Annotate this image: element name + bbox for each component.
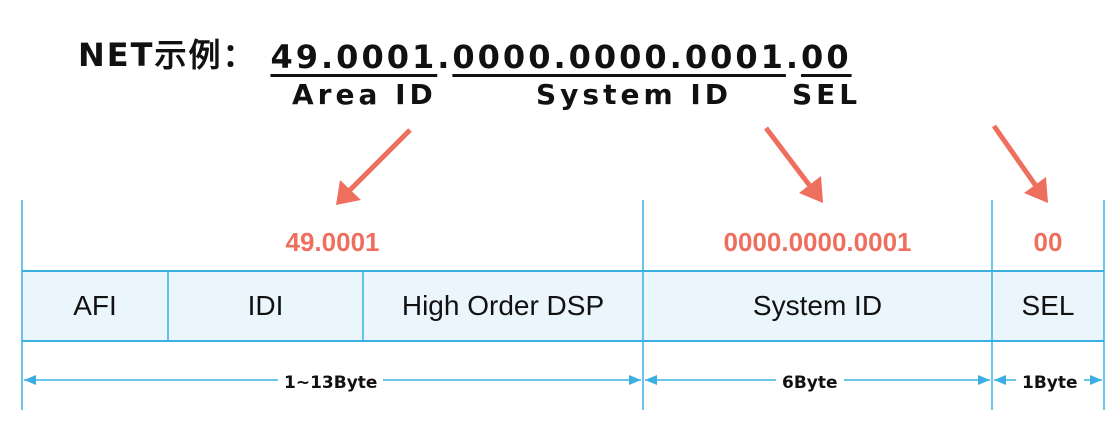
system-arrow: [764, 126, 823, 203]
net-example-title: NET示例： 49.0001 . 0000.0000.0001 . 00: [78, 26, 852, 76]
field-system-id: System ID: [752, 290, 883, 321]
net-sel-part: 00: [801, 38, 852, 76]
field-row: [22, 270, 1104, 342]
area-id-label: Area ID: [292, 78, 437, 111]
net-system-part: 0000.0000.0001: [452, 38, 786, 76]
net-area-part: 49.0001: [270, 38, 438, 76]
net-separator: .: [785, 38, 802, 76]
field-afi: AFI: [73, 290, 117, 321]
sel-label: SEL: [792, 78, 862, 111]
system-id-label: System ID: [536, 78, 733, 111]
area-value: 49.0001: [285, 227, 380, 257]
area-arrow: [336, 128, 412, 205]
area-byte-size: 1~13Byte: [278, 368, 384, 398]
field-sel: SEL: [1021, 290, 1075, 321]
sel-byte-size: 1Byte: [1016, 368, 1084, 398]
sel-value: 00: [1033, 227, 1063, 257]
sel-arrow: [991, 124, 1048, 203]
net-example-prefix: NET示例：: [78, 36, 257, 74]
field-dsp: High Order DSP: [401, 290, 605, 321]
field-idi: IDI: [247, 290, 284, 321]
system-value: 0000.0000.0001: [723, 227, 912, 257]
net-separator: .: [437, 38, 453, 76]
system-byte-size: 6Byte: [776, 368, 844, 398]
